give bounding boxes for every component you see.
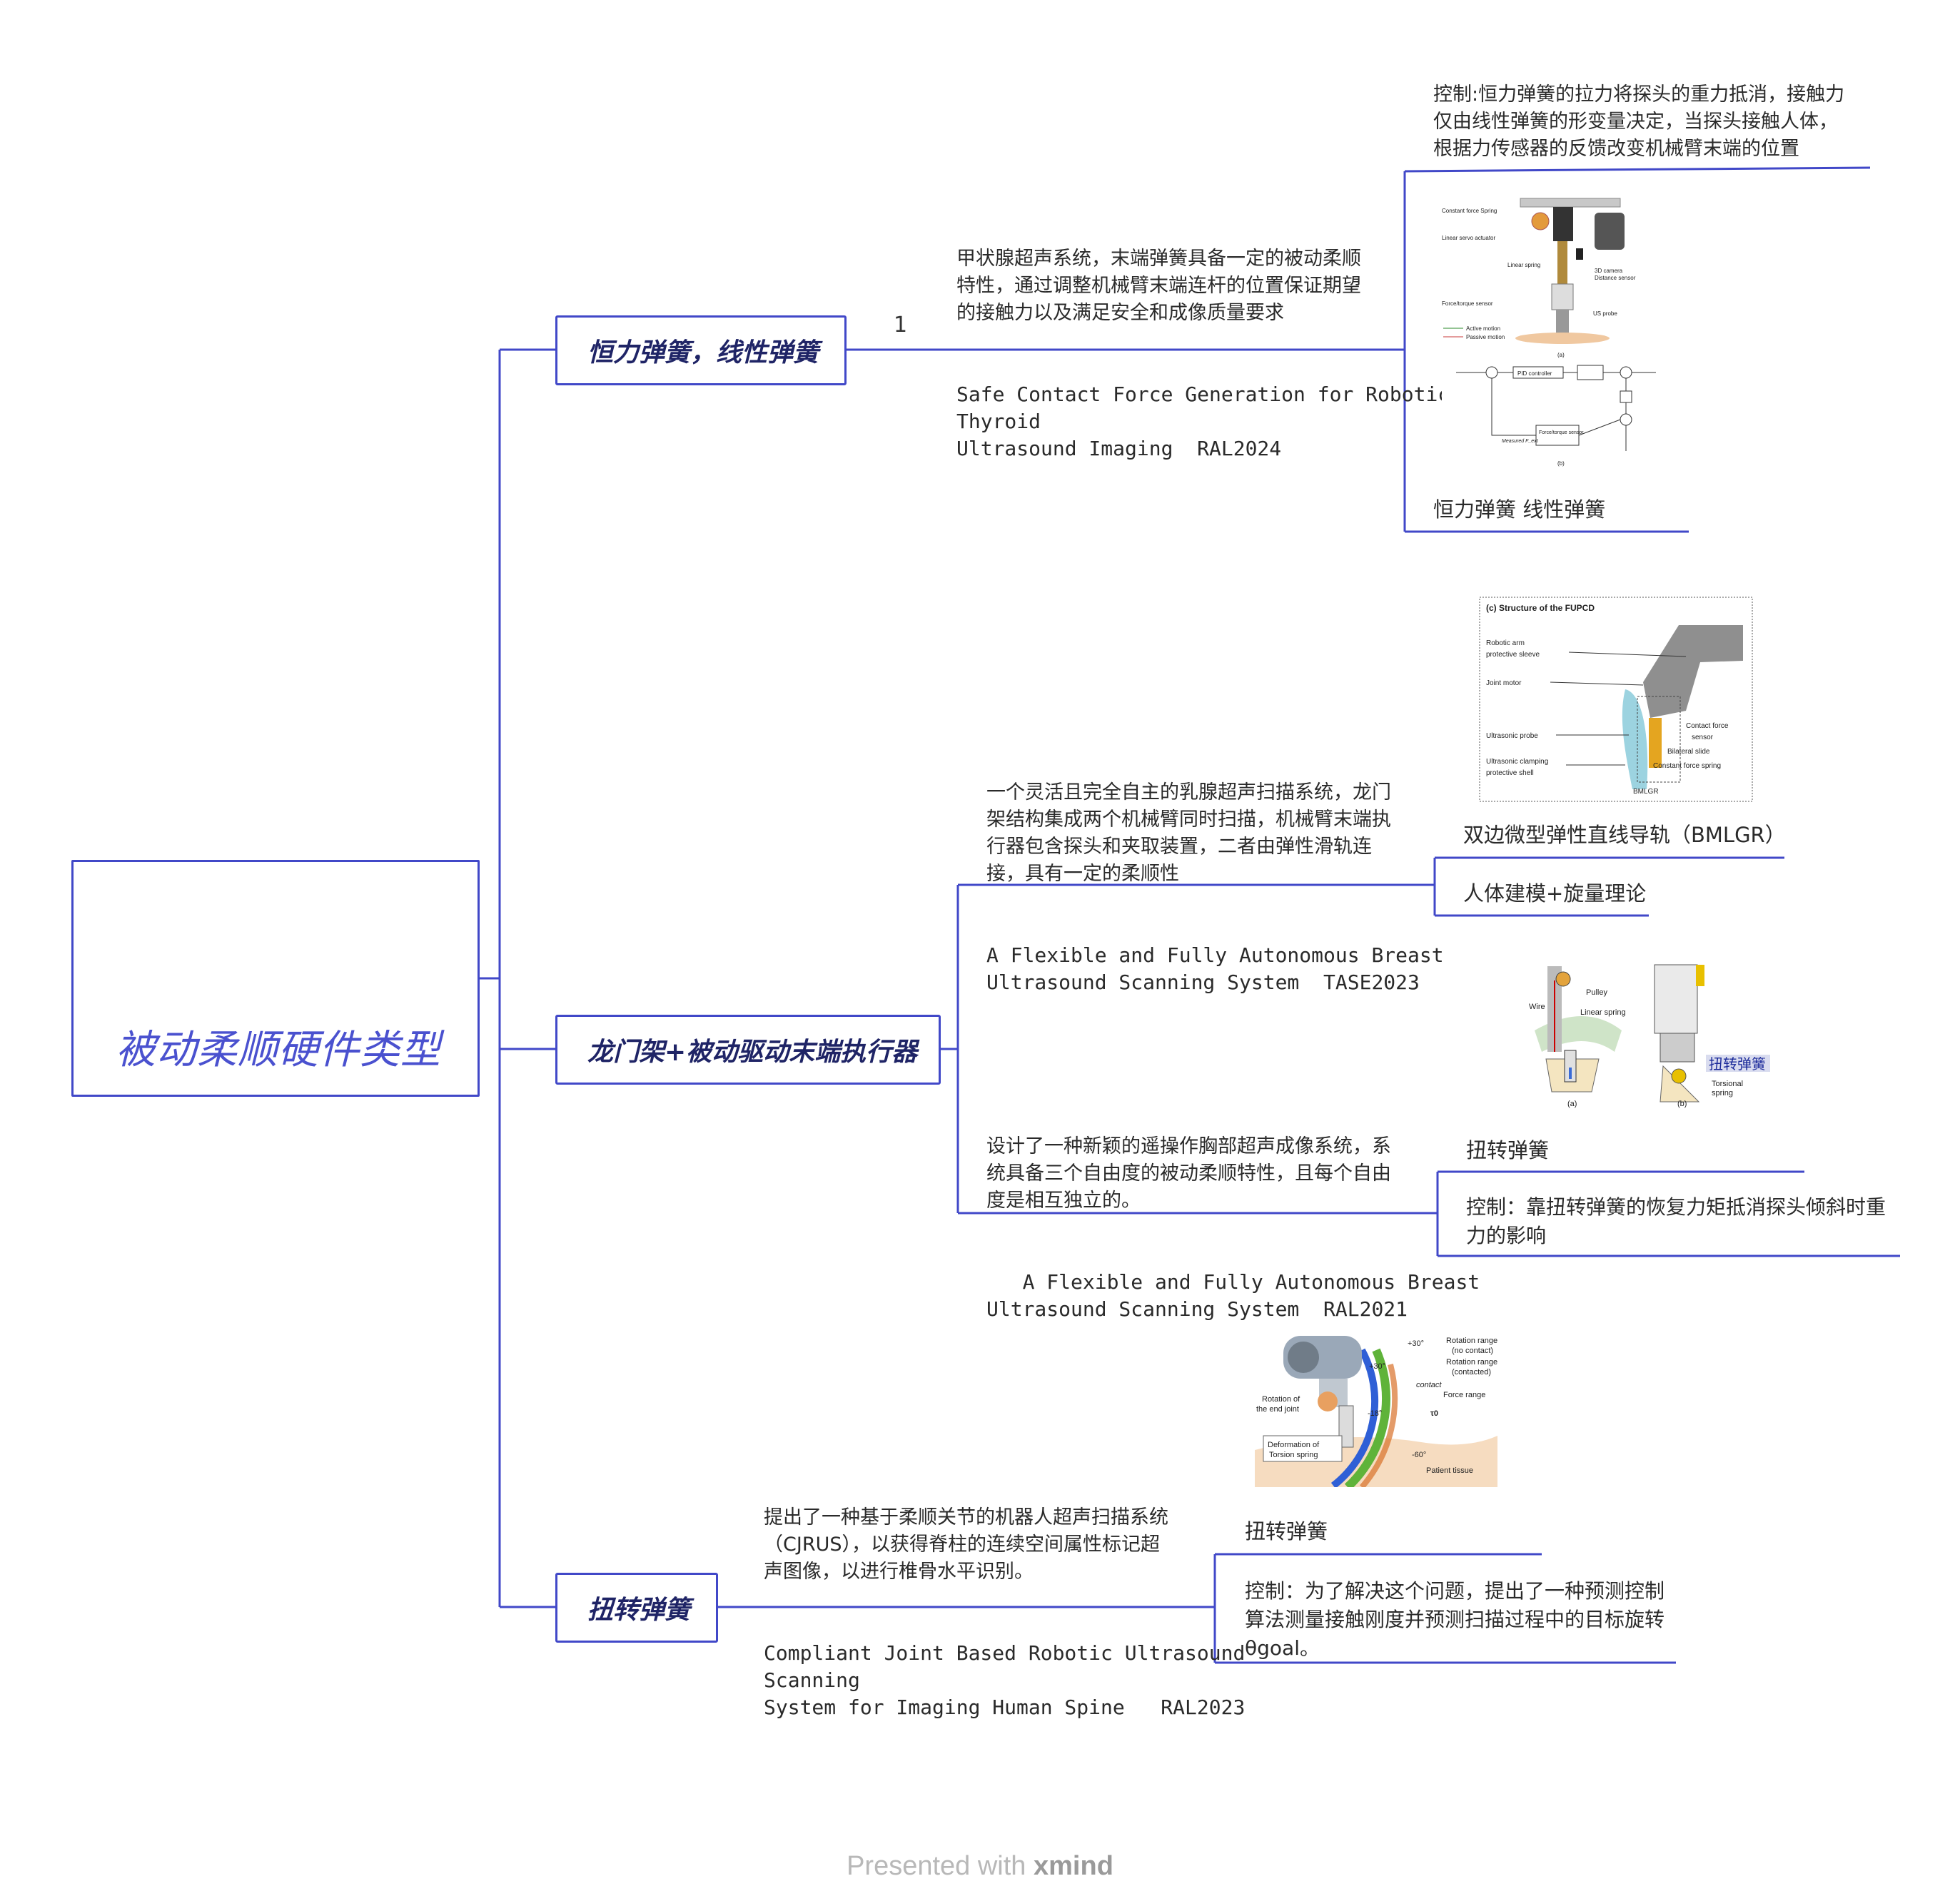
description-en: Safe Contact Force Generation for Roboti… bbox=[956, 382, 1450, 460]
figure-label: -60° bbox=[1412, 1451, 1426, 1459]
figure-label-line: Torsional bbox=[1712, 1080, 1743, 1088]
figure-label-line: (no contact) bbox=[1452, 1347, 1493, 1355]
figure-label: Linear spring bbox=[1580, 1008, 1626, 1017]
description-cn: 一个灵活且完全自主的乳腺超声扫描系统，龙门 架结构集成两个机械臂同时扫描，机械臂… bbox=[986, 781, 1391, 885]
figure-torsion-mechanism: Pulley Wire Linear spring (a) 扭转弹簧 Torsi… bbox=[1520, 959, 1784, 1110]
description-en: A Flexible and Fully Autonomous Breast U… bbox=[986, 943, 1444, 994]
branch-node-constant-spring[interactable]: 恒力弹簧，线性弹簧 bbox=[555, 315, 847, 385]
figure-label-line: Rotation range bbox=[1446, 1337, 1497, 1345]
figure-label-line: protective sleeve bbox=[1486, 651, 1540, 659]
figure-label: Constant force spring bbox=[1653, 762, 1721, 770]
figure-label: -18° bbox=[1368, 1409, 1382, 1418]
figure-label-line: Robotic arm bbox=[1486, 639, 1525, 647]
figure-label-line: Contact force bbox=[1686, 722, 1729, 730]
branch-label: 龙门架+被动驱动末端执行器 bbox=[587, 1038, 918, 1067]
figure-label: +30° bbox=[1369, 1362, 1385, 1371]
description-cn: 甲状腺超声系统，末端弹簧具备一定的被动柔顺 特性，通过调整机械臂末端连杆的位置保… bbox=[956, 248, 1361, 324]
figure-label: (a) bbox=[1567, 1100, 1577, 1108]
figure-label: Linear spring bbox=[1507, 262, 1540, 268]
figure-label: Distance sensor bbox=[1595, 275, 1636, 281]
figure-label-line: Ultrasonic clamping bbox=[1486, 758, 1548, 766]
figure-label-line: Rotation range bbox=[1446, 1358, 1497, 1367]
figure-label: BMLGR bbox=[1633, 788, 1659, 796]
figure-label: contact bbox=[1416, 1381, 1442, 1389]
footer-brand: xmind bbox=[1034, 1851, 1113, 1881]
figure-label: Rotation range(contacted) bbox=[1446, 1358, 1497, 1377]
figure-label-line: protective shell bbox=[1486, 769, 1534, 777]
branch3-description: 提出了一种基于柔顺关节的机器人超声扫描系统 （CJRUS），以获得脊柱的连续空间… bbox=[764, 1450, 1245, 1748]
description-cn: 设计了一种新颖的遥操作胸部超声成像系统，系 统具备三个自由度的被动柔顺特性，且每… bbox=[986, 1135, 1391, 1212]
figure-label: Measured F_ext bbox=[1502, 439, 1539, 444]
branch2-item2-description: 设计了一种新颖的遥操作胸部超声成像系统，系 统具备三个自由度的被动柔顺特性，且每… bbox=[986, 1079, 1480, 1350]
branch2-item2-sub-torsion: 扭转弹簧 bbox=[1466, 1138, 1550, 1162]
figure-label-line: sensor bbox=[1692, 734, 1714, 741]
figure-label: Robotic arm protective sleeve bbox=[1486, 639, 1540, 659]
figure-label: Patient tissue bbox=[1426, 1466, 1473, 1475]
description-en: Compliant Joint Based Robotic Ultrasound… bbox=[764, 1641, 1246, 1719]
figure-label: (b) bbox=[1677, 1100, 1687, 1108]
figure-label: Ultrasonic probe bbox=[1486, 732, 1538, 740]
figure-label-line: Torsion spring bbox=[1269, 1451, 1318, 1459]
description-en: A Flexible and Fully Autonomous Breast U… bbox=[986, 1270, 1480, 1321]
figure-label-line: Rotation of bbox=[1262, 1395, 1300, 1404]
branch-label: 恒力弹簧，线性弹簧 bbox=[587, 338, 819, 367]
branch2-item1-sub-modeling: 人体建模+旋量理论 bbox=[1463, 881, 1647, 906]
branch3-control-note: 控制：为了解决这个问题，提出了一种预测控制 算法测量接触刚度并预测扫描过程中的目… bbox=[1245, 1579, 1665, 1660]
figure-label: Force/torque sensor bbox=[1539, 430, 1584, 435]
branch1-control-note: 控制:恒力弹簧的拉力将探头的重力抵消，接触力 仅由线性弹簧的形变量决定，当探头接… bbox=[1433, 83, 1845, 160]
figure-label: US probe bbox=[1593, 310, 1617, 317]
root-title: 被动柔顺硬件类型 bbox=[116, 1027, 441, 1073]
figure-label: Bilateral slide bbox=[1667, 748, 1710, 756]
footer-branding: Presented with xmind bbox=[0, 1851, 1960, 1882]
footer-prefix: Presented with bbox=[847, 1851, 1034, 1881]
figure-label: Passive motion bbox=[1466, 334, 1505, 340]
branch1-description: 甲状腺超声系统，末端弹簧具备一定的被动柔顺 特性，通过调整机械臂末端连杆的位置保… bbox=[956, 191, 1450, 490]
branch1-image-caption: 恒力弹簧 线性弹簧 bbox=[1433, 497, 1606, 522]
figure-label: Force range bbox=[1443, 1391, 1485, 1399]
figure-highlight-label: 扭转弹簧 bbox=[1709, 1055, 1766, 1073]
figure-label-line: (contacted) bbox=[1452, 1368, 1491, 1377]
figure-label: Deformation of Torsion spring bbox=[1268, 1441, 1320, 1459]
figure-fupcd-structure: (c) Structure of the FUPCD Robotic arm pr… bbox=[1479, 597, 1753, 802]
figure-label: Constant force Spring bbox=[1442, 208, 1497, 214]
figure-label: τ0 bbox=[1430, 1409, 1438, 1418]
figure-label: Joint motor bbox=[1486, 679, 1522, 687]
figure-label: Rotation range (no contact) bbox=[1446, 1337, 1497, 1355]
branch3-sub-torsion: 扭转弹簧 bbox=[1245, 1519, 1328, 1543]
branch-marker: 1 bbox=[894, 313, 908, 338]
figure-label: Active motion bbox=[1466, 325, 1500, 332]
description-cn: 提出了一种基于柔顺关节的机器人超声扫描系统 （CJRUS），以获得脊柱的连续空间… bbox=[764, 1506, 1168, 1583]
figure-label: (b) bbox=[1557, 460, 1565, 467]
branch2-item1-sub-bmlgr: 双边微型弹性直线导轨（BMLGR） bbox=[1463, 823, 1786, 847]
branch-label: 扭转弹簧 bbox=[587, 1596, 691, 1625]
figure-label: Linear servo actuator bbox=[1442, 235, 1495, 241]
branch-node-gantry[interactable]: 龙门架+被动驱动末端执行器 bbox=[555, 1015, 941, 1085]
figure-compliant-joint: Rotation range (no contact) Rotation rang… bbox=[1255, 1322, 1497, 1487]
figure-thyroid-system: Constant force Spring Linear servo actua… bbox=[1442, 197, 1677, 468]
figure-label: Force/torque sensor bbox=[1442, 300, 1493, 307]
figure-label: PID controller bbox=[1517, 370, 1552, 377]
root-node[interactable] bbox=[71, 860, 480, 1097]
figure-title: (c) Structure of the FUPCD bbox=[1486, 603, 1595, 613]
figure-label: Pulley bbox=[1586, 988, 1607, 997]
branch2-item1-description: 一个灵活且完全自主的乳腺超声扫描系统，龙门 架结构集成两个机械臂同时扫描，机械臂… bbox=[986, 725, 1444, 1023]
figure-label: Ultrasonic clamping protective shell bbox=[1486, 758, 1548, 777]
branch2-item2-control-note: 控制：靠扭转弹簧的恢复力矩抵消探头倾斜时重 力的影响 bbox=[1466, 1195, 1886, 1247]
figure-label: Contact force sensor bbox=[1686, 722, 1729, 741]
figure-label: +30° bbox=[1408, 1339, 1424, 1348]
figure-label: Wire bbox=[1529, 1003, 1545, 1011]
branch-node-torsion[interactable]: 扭转弹簧 bbox=[555, 1573, 718, 1643]
figure-label-line: Deformation of bbox=[1268, 1441, 1320, 1449]
figure-label: (a) bbox=[1557, 352, 1565, 358]
figure-label-line: spring bbox=[1712, 1089, 1733, 1097]
figure-label-line: the end joint bbox=[1256, 1405, 1299, 1414]
figure-label: 3D camera bbox=[1595, 268, 1623, 274]
